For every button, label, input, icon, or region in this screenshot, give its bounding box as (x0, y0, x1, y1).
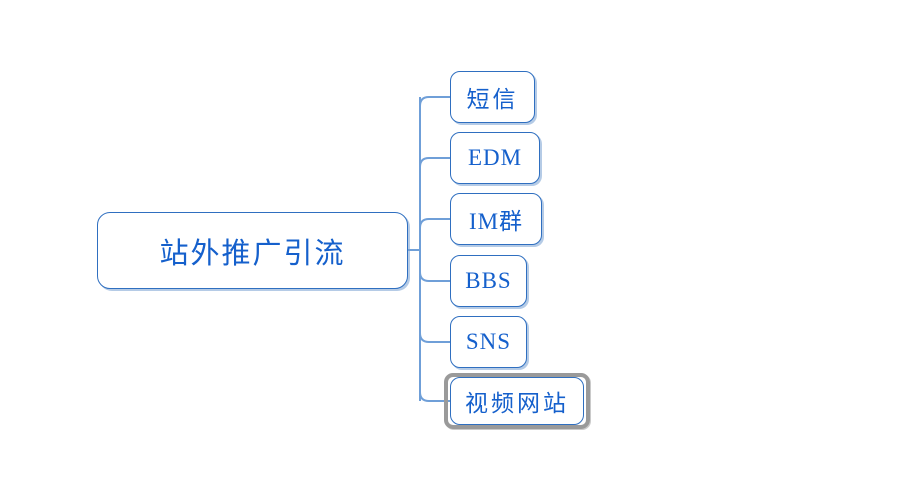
node-root[interactable]: 站外推广引流 (97, 212, 408, 289)
connector-branch-1 (419, 96, 450, 107)
node-im-group-label: IM群 (468, 209, 524, 234)
connector-branch-3 (419, 218, 450, 229)
node-video-site-label: 视频网站 (465, 391, 569, 416)
node-edm-label: EDM (467, 145, 523, 170)
node-im-group[interactable]: IM群 (450, 193, 542, 245)
node-edm[interactable]: EDM (450, 132, 540, 184)
node-sms-label: 短信 (466, 87, 519, 112)
node-sns[interactable]: SNS (450, 316, 527, 368)
node-sms[interactable]: 短信 (450, 71, 535, 123)
node-root-label: 站外推广引流 (159, 237, 346, 270)
connector-branch-2 (419, 157, 450, 168)
connector-branch-4 (419, 271, 450, 282)
node-video-site[interactable]: 视频网站 (450, 377, 584, 425)
connector-branch-5 (419, 332, 450, 343)
node-bbs-label: BBS (465, 268, 512, 293)
node-bbs[interactable]: BBS (450, 255, 527, 307)
selection-frame[interactable] (444, 373, 590, 429)
node-sns-label: SNS (465, 329, 512, 354)
